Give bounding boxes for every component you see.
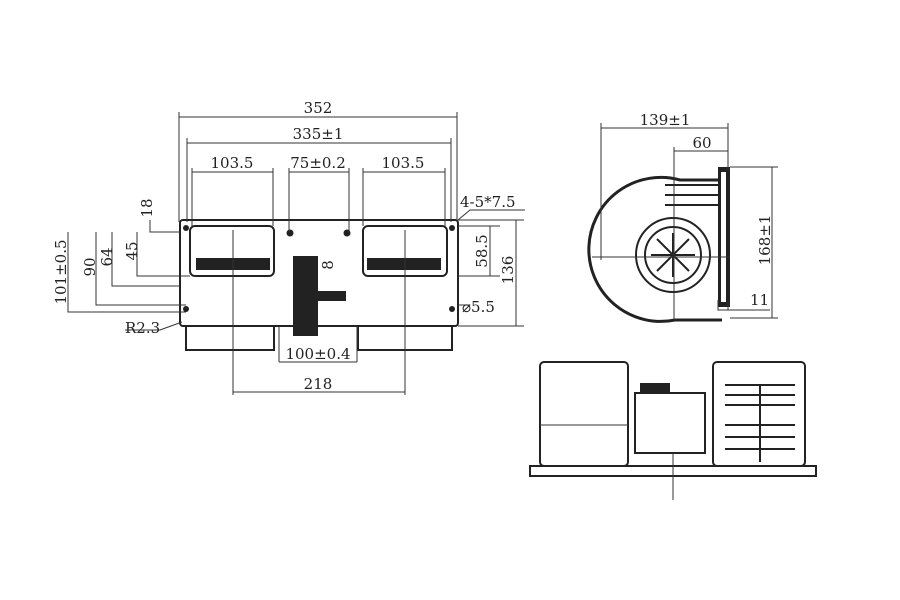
dim-64: 64 — [98, 247, 116, 266]
dim-101: 101±0.5 — [52, 239, 70, 304]
dim-hole-diameter: ⌀5.5 — [462, 298, 495, 316]
dim-corner-radius: R2.3 — [125, 319, 160, 337]
side-view: 139±1 60 168±1 11 — [587, 111, 778, 323]
scroll-housing — [587, 175, 722, 323]
right-inlet-grille — [367, 258, 441, 270]
dim-overall-height: 136 — [499, 256, 517, 285]
motor-top — [640, 383, 670, 393]
dim-bottom-spacing: 100±0.4 — [285, 345, 350, 363]
dim-mount-width: 335±1 — [293, 125, 344, 143]
fan-ring — [635, 217, 711, 293]
fan-blades — [651, 233, 695, 277]
dim-flange: 11 — [750, 291, 769, 309]
motor-connector — [318, 291, 346, 301]
front-view: 352 335±1 103.5 75±0.2 103.5 4-5*7.5 18 … — [52, 99, 525, 395]
dim-inlet-height: 58.5 — [473, 234, 491, 267]
dim-inlet-right: 103.5 — [382, 154, 425, 172]
dim-center-holes: 75±0.2 — [290, 154, 346, 172]
left-housing — [185, 326, 275, 351]
dim-overall-depth: 139±1 — [640, 111, 691, 129]
dim-60: 60 — [692, 134, 711, 152]
left-inlet — [189, 225, 275, 277]
motor — [634, 392, 706, 454]
dim-90: 90 — [81, 257, 99, 276]
mounting-plate — [179, 219, 459, 327]
motor-mark: 8 — [319, 260, 337, 270]
dim-slot-spec: 4-5*7.5 — [460, 193, 516, 211]
motor-bracket — [293, 256, 318, 336]
fan-wheel — [644, 226, 702, 284]
bottom-view — [529, 361, 817, 500]
dim-inlet-centers: 218 — [304, 375, 333, 393]
fan-blades-side — [725, 384, 795, 462]
dim-inlet-left: 103.5 — [211, 154, 254, 172]
dim-side-height: 168±1 — [756, 215, 774, 266]
left-blower-housing — [539, 361, 629, 467]
dim-overall-width: 352 — [304, 99, 333, 117]
dim-45: 45 — [123, 241, 141, 260]
right-blower-housing — [712, 361, 806, 467]
dim-18: 18 — [138, 198, 156, 217]
motor-body — [665, 184, 718, 206]
